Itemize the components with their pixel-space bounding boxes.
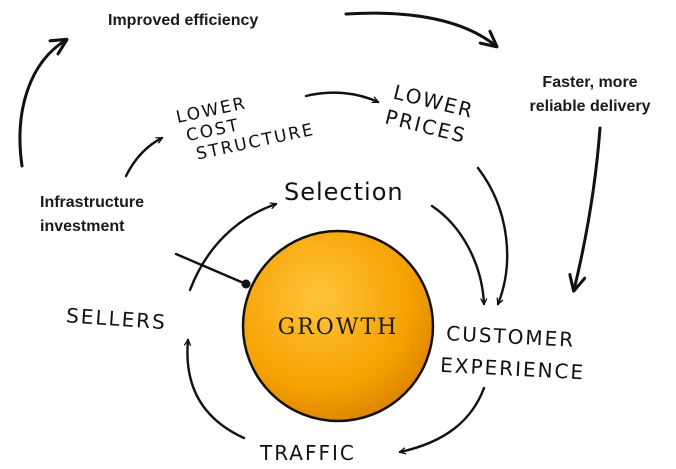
traffic-label: TRAFFIC [259,441,356,465]
arrow-selection-to-customer [430,204,484,304]
selection-label: Selection [284,178,404,206]
infra-connector-dot [241,279,251,289]
improved-efficiency-label: Improved efficiency [108,12,258,29]
infra-connector-line [174,252,248,286]
infrastructure-label-line2: investment [40,218,125,235]
faster-delivery-label-line1: Faster, more [542,74,637,91]
arrow-prices-to-customer [476,166,509,306]
arrow-infra-to-lower-cost [124,136,164,178]
faster-delivery-label-line2: reliable delivery [530,98,651,115]
arrow-sellers-to-selection [188,204,278,292]
arrow-infra-to-efficiency [18,40,66,168]
arrow-customer-to-traffic [400,386,486,452]
lower-prices-group: LOWER PRICES [383,80,477,148]
arrow-delivery-to-customer [574,126,602,290]
growth-circle [241,229,435,423]
customer-experience-label-line1: CUSTOMER [446,321,576,352]
lower-cost-structure-group: LOWER COST STRUCTURE [174,93,316,164]
customer-experience-label-line2: EXPERIENCE [440,353,586,385]
arrow-traffic-to-sellers [187,340,246,440]
infrastructure-label-line1: Infrastructure [40,194,144,211]
sellers-label: SELLERS [65,303,167,334]
arrow-efficiency-to-delivery [344,11,496,46]
arrow-lower-cost-to-prices [304,91,380,104]
growth-label: GROWTH [278,315,399,340]
